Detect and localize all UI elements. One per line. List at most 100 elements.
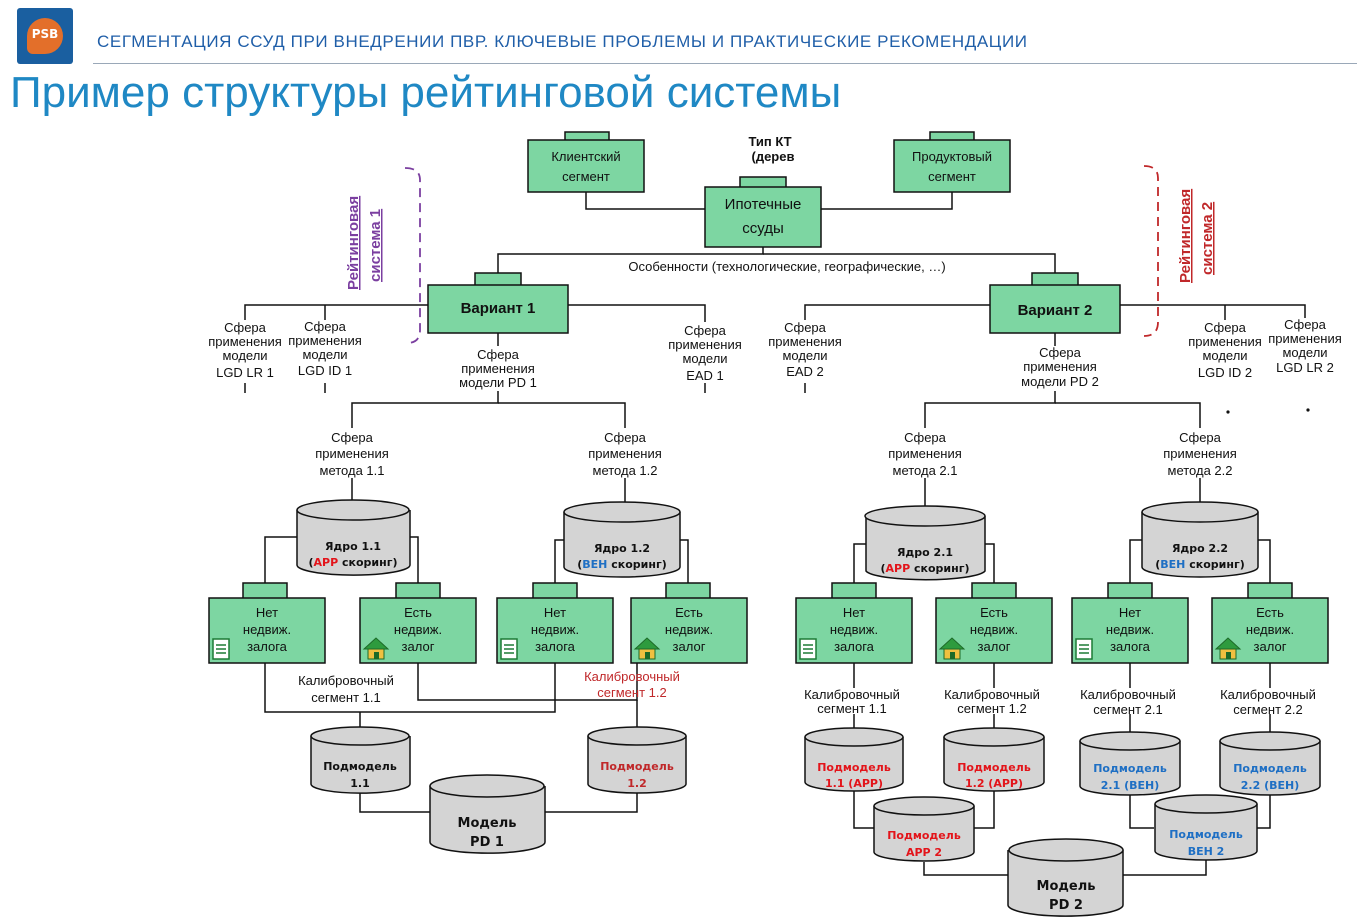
svg-text:LGD ID 2: LGD ID 2 — [1198, 365, 1252, 380]
svg-text:APP 2: APP 2 — [906, 846, 942, 859]
svg-text:недвиж.: недвиж. — [970, 622, 1018, 637]
svg-text:Подмодель: Подмодель — [957, 761, 1031, 774]
svg-text:Подмодель: Подмодель — [600, 760, 674, 773]
svg-text:недвиж.: недвиж. — [243, 622, 291, 637]
client-segment-line1: Клиентский — [551, 149, 620, 164]
mortgage-line2: ссуды — [742, 220, 784, 237]
svg-text:1.1: 1.1 — [350, 777, 370, 790]
rating-system-2-label: Рейтинговая система 2 — [1177, 189, 1216, 283]
svg-text:Сфера: Сфера — [224, 320, 267, 335]
product-segment-line1: Продуктовый — [912, 149, 992, 164]
svg-text:LGD LR 2: LGD LR 2 — [1276, 360, 1334, 375]
logo-mark — [27, 18, 63, 54]
svg-text:модели: модели — [1202, 348, 1247, 363]
svg-text:метода 1.2: метода 1.2 — [593, 463, 658, 478]
svg-text:залог: залог — [402, 639, 435, 654]
core-2-1-desc: (APP скоринг) — [880, 562, 969, 575]
calibration-labels: Калибровочный сегмент 1.1 Калибровочный … — [298, 669, 1316, 717]
svg-text:недвиж.: недвиж. — [830, 622, 878, 637]
svg-text:применения: применения — [1188, 334, 1262, 349]
svg-text:Сфера: Сфера — [1179, 430, 1222, 445]
segment-boxes — [208, 131, 1329, 664]
svg-text:модели PD 2: модели PD 2 — [1021, 374, 1099, 389]
slide-header: PSB СЕГМЕНТАЦИЯ ССУД ПРИ ВНЕДРЕНИИ ПВР. … — [0, 0, 1357, 68]
svg-text:Сфера: Сфера — [904, 430, 947, 445]
client-segment-line2: сегмент — [562, 169, 610, 184]
svg-text:1.2: 1.2 — [627, 777, 647, 790]
svg-text:Рейтинговая: Рейтинговая — [1177, 189, 1194, 283]
svg-text:применения: применения — [1023, 359, 1097, 374]
svg-text:Рейтинговая: Рейтинговая — [345, 196, 362, 290]
svg-text:Сфера: Сфера — [604, 430, 647, 445]
svg-text:метода 1.1: метода 1.1 — [320, 463, 385, 478]
svg-text:система 1: система 1 — [367, 209, 384, 282]
type-kt-line1: Тип КТ — [748, 134, 791, 149]
connector-lines — [244, 192, 1306, 876]
svg-text:Подмодель: Подмодель — [1169, 828, 1243, 841]
system1-bracket — [404, 167, 421, 344]
svg-text:сегмент 1.2: сегмент 1.2 — [597, 685, 666, 700]
svg-text:сегмент 2.1: сегмент 2.1 — [1093, 702, 1162, 717]
svg-text:сегмент 1.1: сегмент 1.1 — [817, 701, 886, 716]
svg-text:Нет: Нет — [256, 605, 278, 620]
svg-text:недвиж.: недвиж. — [531, 622, 579, 637]
submodel-cylinders — [310, 726, 1321, 917]
svg-text:Подмодель: Подмодель — [323, 760, 397, 773]
svg-text:недвиж.: недвиж. — [1246, 622, 1294, 637]
svg-text:применения: применения — [888, 446, 962, 461]
svg-text:Калибровочный: Калибровочный — [944, 687, 1040, 702]
svg-text:Калибровочный: Калибровочный — [1080, 687, 1176, 702]
svg-text:Нет: Нет — [544, 605, 566, 620]
svg-text:недвиж.: недвиж. — [1106, 622, 1154, 637]
svg-text:Сфера: Сфера — [304, 319, 347, 334]
svg-text:Калибровочный: Калибровочный — [804, 687, 900, 702]
svg-text:модели: модели — [1282, 345, 1327, 360]
svg-text:1.2 (APP): 1.2 (APP) — [965, 777, 1023, 790]
svg-text:Сфера: Сфера — [331, 430, 374, 445]
svg-text:применения: применения — [288, 333, 362, 348]
svg-text:LGD LR 1: LGD LR 1 — [216, 365, 274, 380]
svg-text:сегмент 2.2: сегмент 2.2 — [1233, 702, 1302, 717]
svg-text:Сфера: Сфера — [1284, 317, 1327, 332]
features-label: Особенности (технологические, географиче… — [628, 259, 945, 274]
svg-text:Нет: Нет — [1119, 605, 1141, 620]
svg-text:применения: применения — [588, 446, 662, 461]
submodel-labels: Подмодель 1.1 Подмодель 1.2 Подмодель 1.… — [323, 760, 1307, 859]
header-title: СЕГМЕНТАЦИЯ ССУД ПРИ ВНЕДРЕНИИ ПВР. КЛЮЧ… — [97, 32, 1028, 51]
collateral-box-texts: Нет недвиж. залога Есть недвиж. залог Не… — [243, 605, 1294, 654]
logo-text: PSB — [31, 27, 59, 41]
core-2-2-desc: (BEH скоринг) — [1155, 558, 1244, 571]
svg-text:Подмодель: Подмодель — [1233, 762, 1307, 775]
svg-text:залога: залога — [247, 639, 288, 654]
svg-text:метода 2.1: метода 2.1 — [893, 463, 958, 478]
svg-text:применения: применения — [315, 446, 389, 461]
model-pd2-line1: Модель — [1037, 879, 1096, 894]
core-2-2-title: Ядро 2.2 — [1172, 542, 1228, 555]
svg-text:Калибровочный: Калибровочный — [584, 669, 680, 684]
model-pd2-line2: PD 2 — [1049, 898, 1083, 913]
svg-text:Сфера: Сфера — [784, 320, 827, 335]
document-icon — [500, 638, 518, 660]
psb-logo: PSB — [17, 8, 73, 64]
variant2-label: Вариант 2 — [1018, 302, 1093, 319]
svg-text:залог: залог — [1254, 639, 1287, 654]
svg-text:недвиж.: недвиж. — [394, 622, 442, 637]
svg-text:1.1 (APP): 1.1 (APP) — [825, 777, 883, 790]
svg-text:модели: модели — [682, 351, 727, 366]
svg-text:применения: применения — [1163, 446, 1237, 461]
svg-text:залог: залог — [978, 639, 1011, 654]
svg-text:применения: применения — [1268, 331, 1342, 346]
svg-text:модели PD 1: модели PD 1 — [459, 375, 537, 390]
svg-text:Нет: Нет — [843, 605, 865, 620]
svg-text:Калибровочный: Калибровочный — [1220, 687, 1316, 702]
svg-text:LGD ID 1: LGD ID 1 — [298, 363, 352, 378]
product-segment-line2: сегмент — [928, 169, 976, 184]
header-divider — [93, 63, 1357, 64]
core-1-1-title: Ядро 1.1 — [325, 540, 381, 553]
rating-system-1-label: Рейтинговая система 1 — [345, 196, 384, 290]
svg-text:Калибровочный: Калибровочный — [298, 673, 394, 688]
document-icon — [1075, 638, 1093, 660]
svg-text:Сфера: Сфера — [1039, 345, 1082, 360]
svg-text:EAD 1: EAD 1 — [686, 368, 724, 383]
